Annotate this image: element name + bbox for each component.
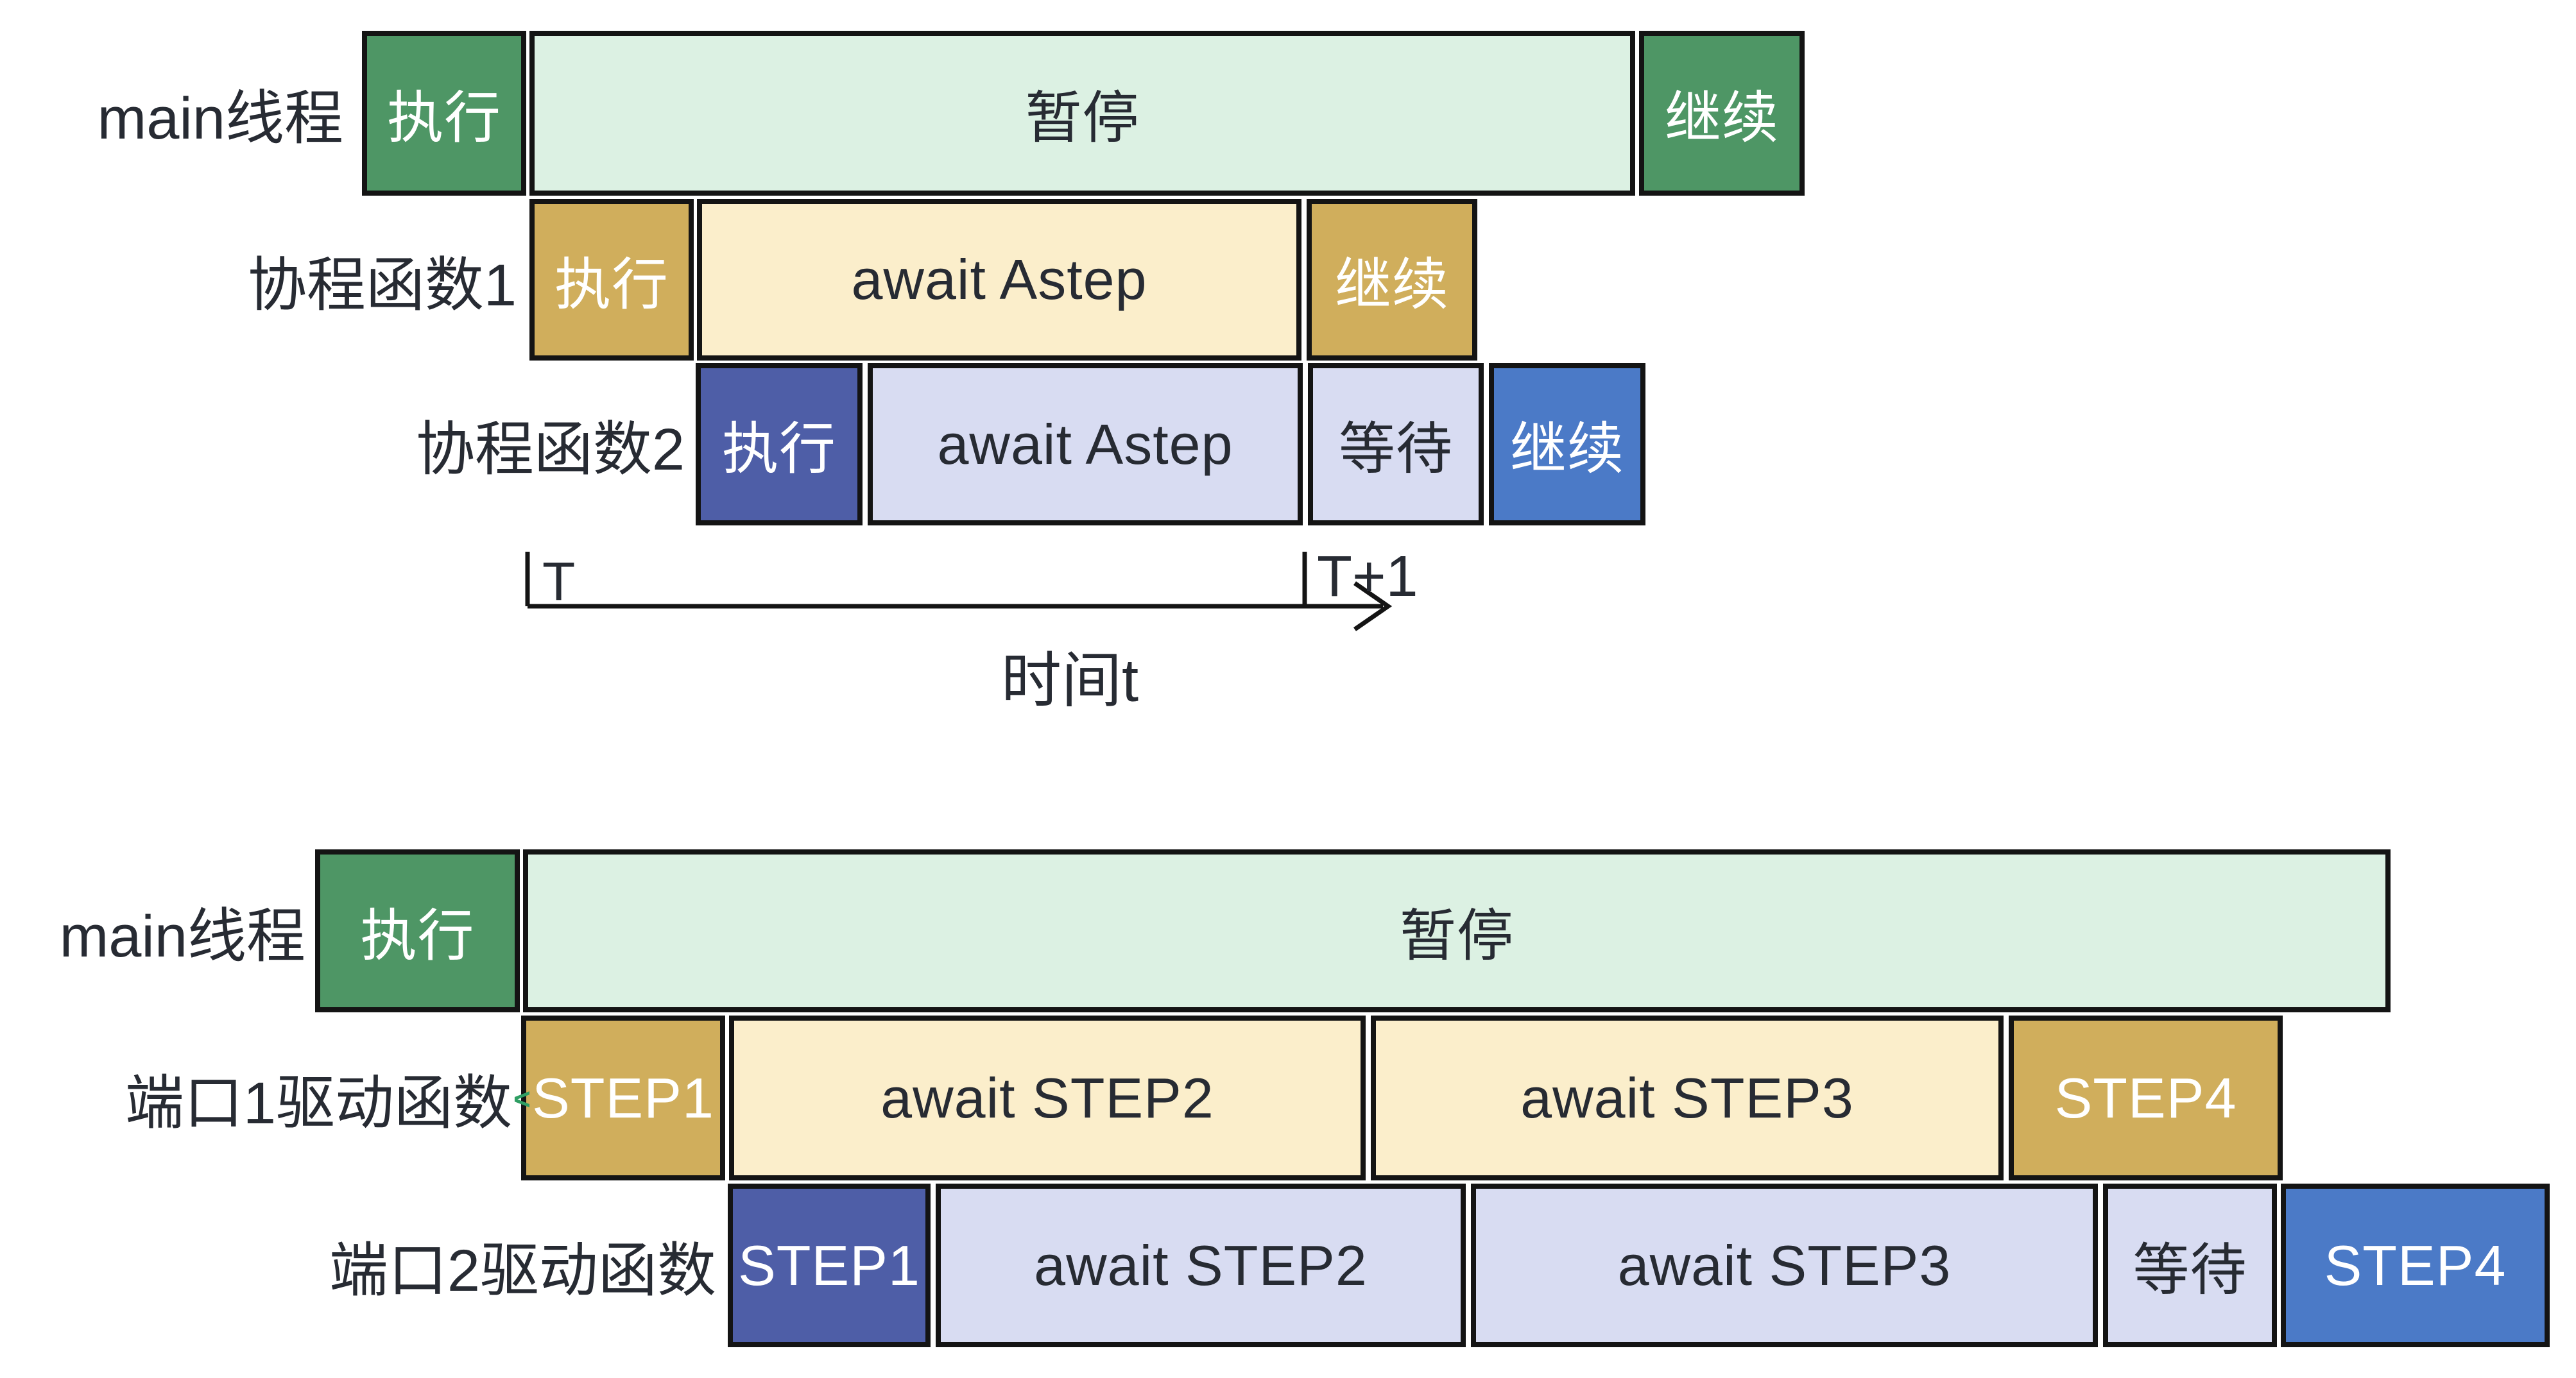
diagram_bottom-row-2-block-2: await STEP3: [1471, 1184, 2098, 1347]
axis-start-label: T: [542, 551, 576, 611]
diagram_bottom-row-1-label: 端口1驱动函数: [125, 1071, 512, 1136]
diagram_bottom-row-2-block-4: STEP4: [2281, 1184, 2550, 1347]
diagram_top-row-0-block-2: 继续: [1639, 31, 1805, 196]
diagram_bottom-row-2-block-0: STEP1: [728, 1184, 931, 1347]
diagram_bottom-row-1-block-1: await STEP2: [729, 1016, 1366, 1180]
diagram_top-row-0-label: main线程: [97, 86, 343, 151]
diagram_top-row-1-block-1: await Astep: [697, 199, 1301, 361]
diagram_bottom-row-1-block-3: STEP4: [2009, 1016, 2283, 1180]
small-arrow-artifact: <: [513, 1082, 531, 1116]
diagram_bottom-row-1-block-0: STEP1: [521, 1016, 725, 1180]
diagram_top-row-2-block-1: await Astep: [868, 363, 1303, 525]
axis-end-label: T+1: [1317, 545, 1418, 609]
diagram_bottom-row-0-block-1: 暂停: [523, 849, 2391, 1012]
diagram_top-row-2-block-0: 执行: [696, 363, 863, 525]
diagram_top-row-0-block-0: 执行: [362, 31, 526, 196]
diagram_top-row-1-label: 协程函数1: [247, 252, 517, 318]
diagram_bottom-row-1-block-2: await STEP3: [1371, 1016, 2004, 1180]
diagram_top-row-1-block-2: 继续: [1307, 199, 1477, 361]
axis-title: 时间t: [1001, 647, 1139, 714]
diagram_bottom-row-2-block-3: 等待: [2103, 1184, 2277, 1347]
diagram_bottom-row-2-label: 端口2驱动函数: [329, 1238, 716, 1304]
diagram_top-row-2-block-3: 继续: [1489, 363, 1645, 525]
diagram_bottom-row-2-block-1: await STEP2: [936, 1184, 1466, 1347]
diagram_top-row-1-block-0: 执行: [529, 199, 694, 361]
diagram_top-row-0-block-1: 暂停: [529, 31, 1635, 196]
diagram_bottom-row-0-label: main线程: [59, 903, 305, 969]
timeline-arrowhead: [1353, 581, 1393, 631]
diagram_top-row-2-label: 协程函数2: [415, 417, 685, 482]
diagram_top-row-2-block-2: 等待: [1308, 363, 1484, 525]
diagram_bottom-row-0-block-0: 执行: [315, 849, 520, 1012]
